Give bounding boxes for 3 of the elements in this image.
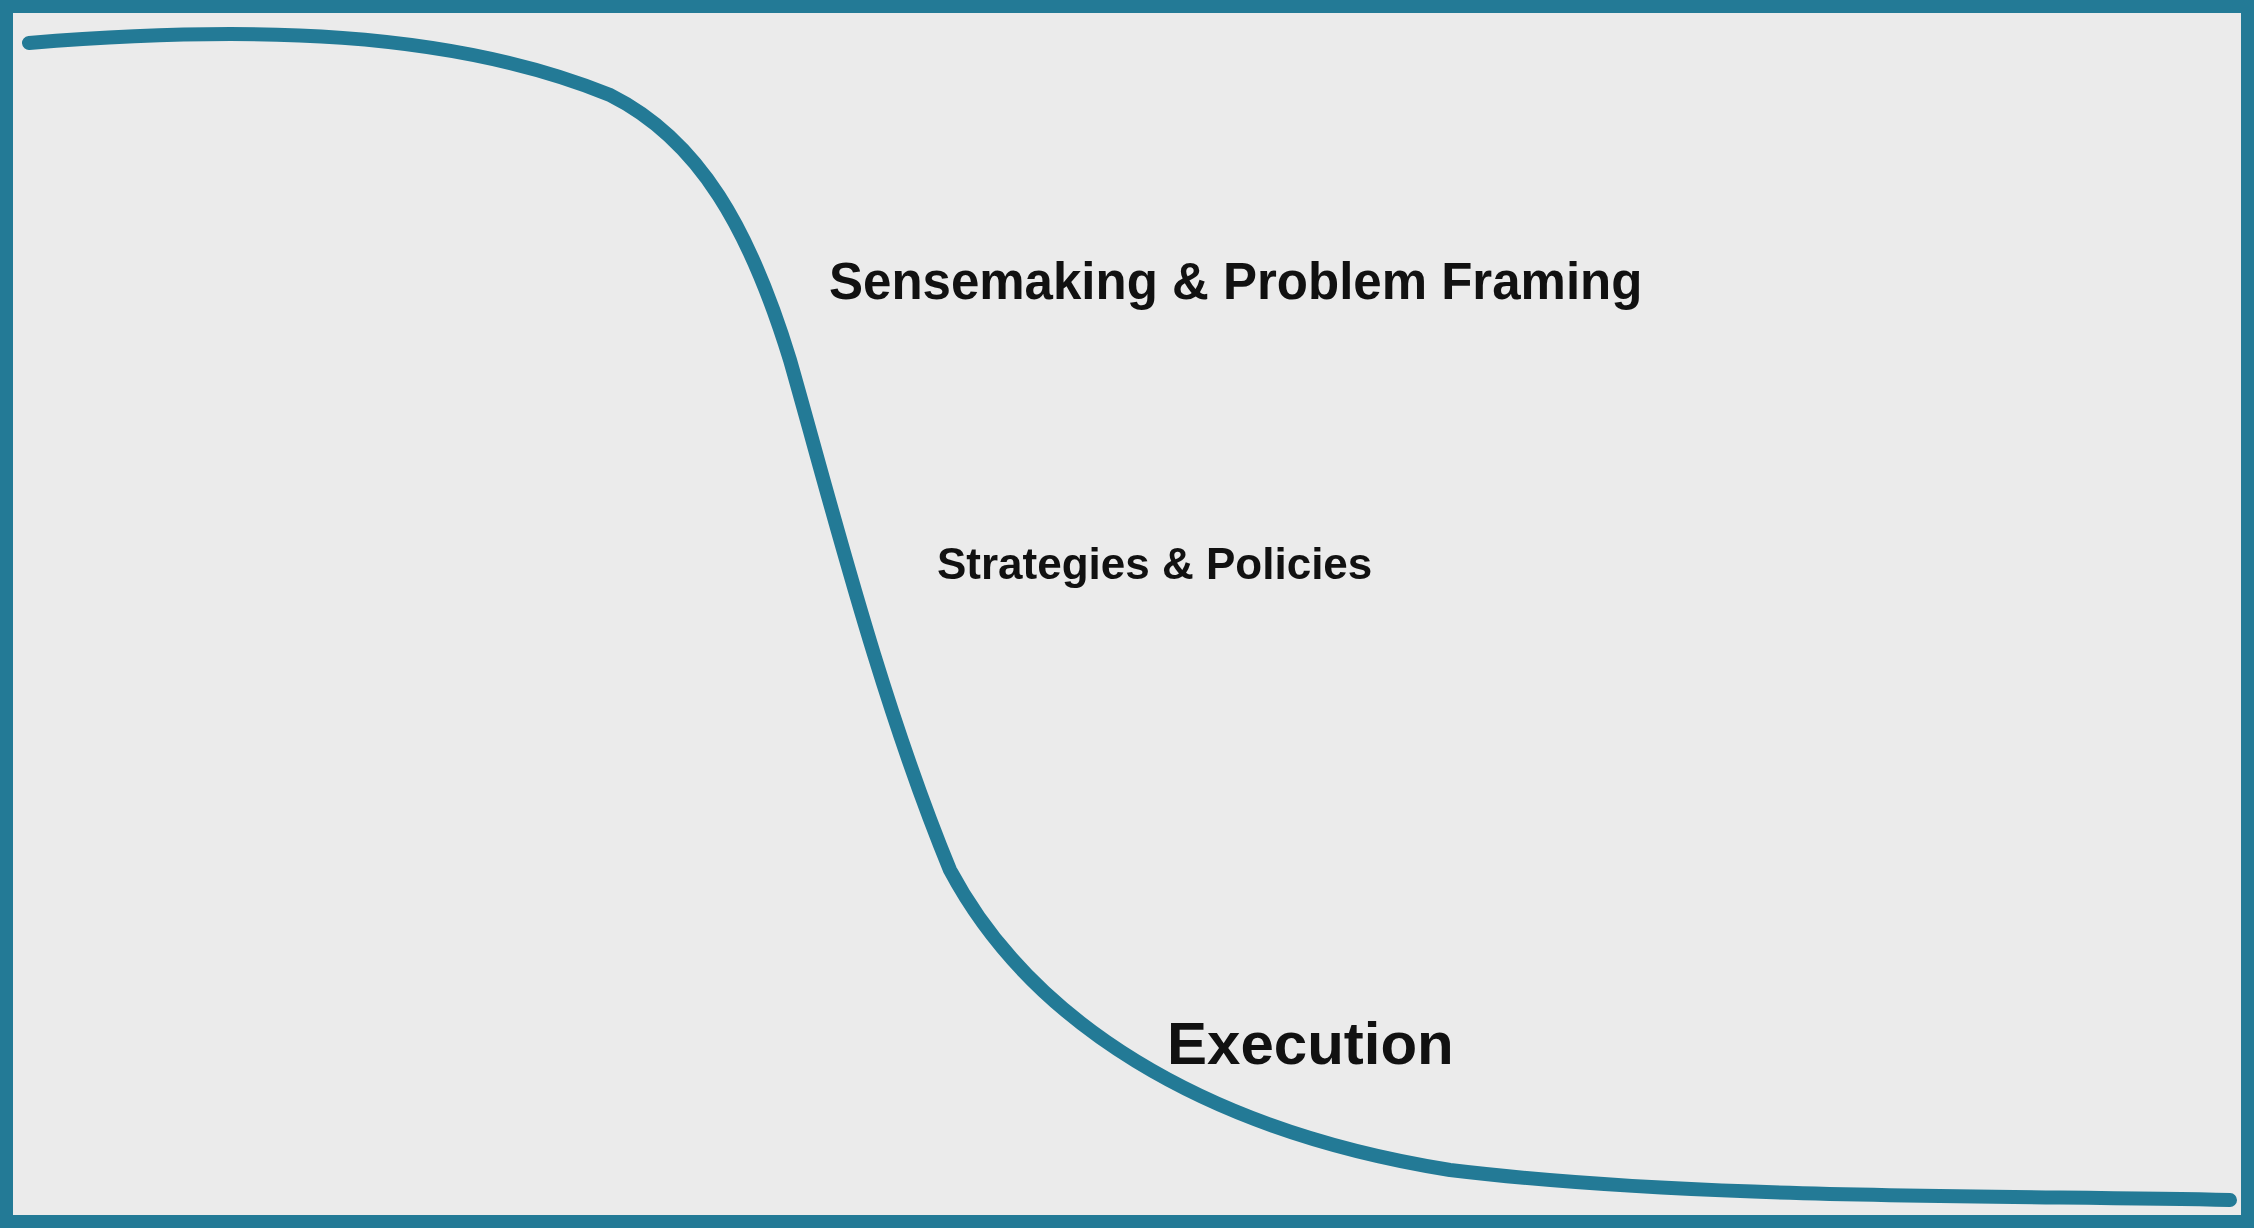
stage-label: Execution	[1167, 1009, 1454, 1078]
stage-label: Strategies & Policies	[937, 539, 1373, 590]
stage-label: Sensemaking & Problem Framing	[829, 253, 1643, 312]
